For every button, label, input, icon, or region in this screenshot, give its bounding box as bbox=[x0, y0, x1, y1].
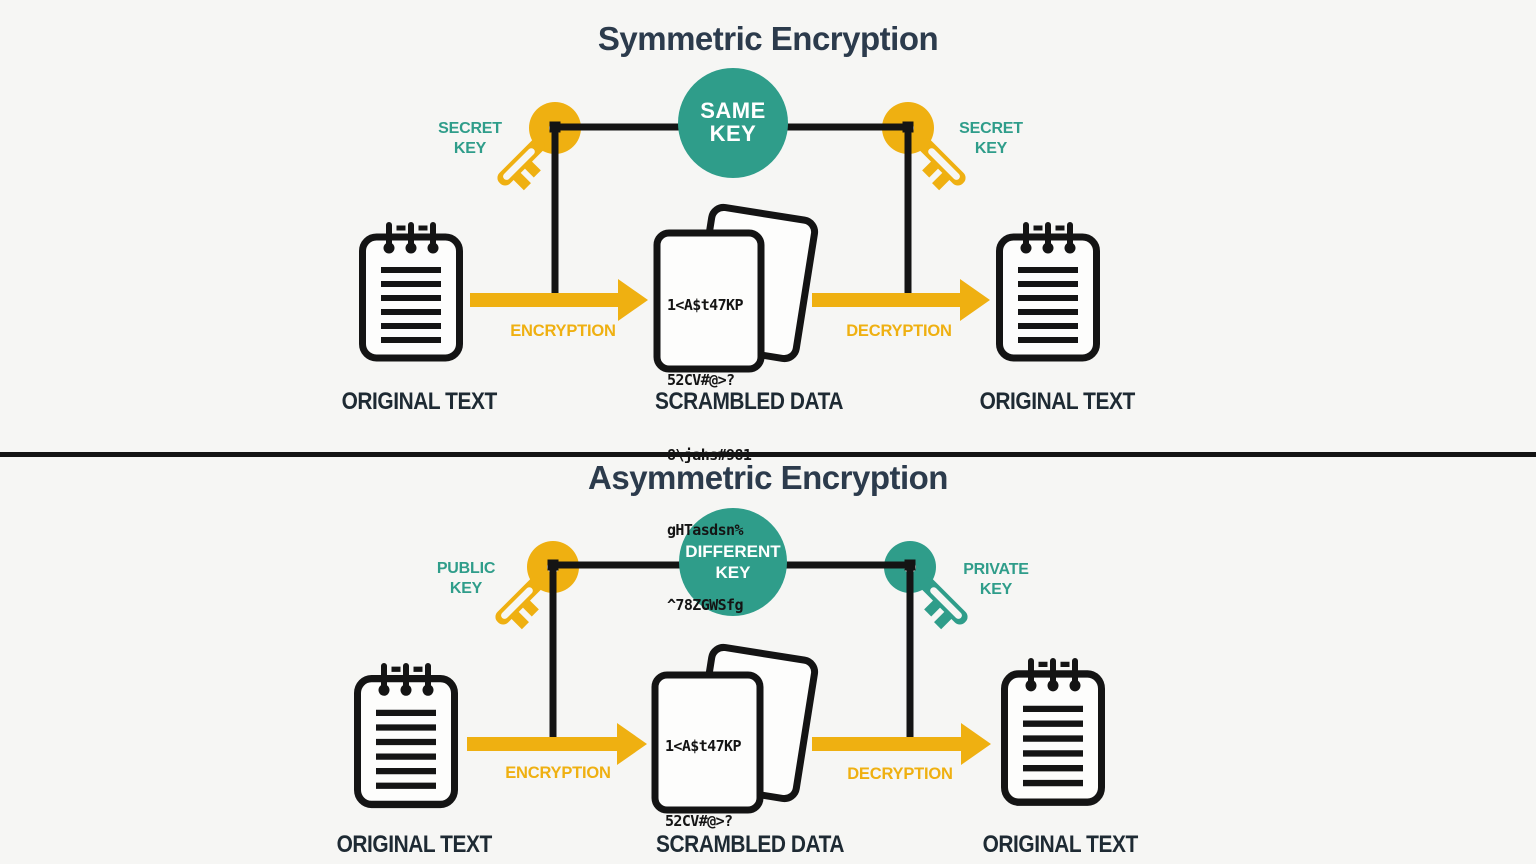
encryption-arrow-label: ENCRYPTION bbox=[510, 322, 616, 340]
key-label-line: KEY bbox=[974, 140, 1008, 157]
key-label-line: KEY bbox=[453, 140, 487, 157]
badge-line: KEY bbox=[709, 121, 757, 146]
original-text-document-icon-left bbox=[363, 225, 460, 358]
different-key-badge-label: DIFFERENT KEY bbox=[663, 541, 803, 583]
cipher-line: ^78ZGWSfg bbox=[667, 596, 743, 614]
encryption-arrow-icon bbox=[467, 723, 647, 765]
original-text-document-icon-right bbox=[1005, 661, 1102, 802]
decryption-arrow-icon bbox=[812, 723, 991, 765]
original-text-document-icon-left bbox=[358, 666, 455, 804]
public-key-label: PUBLIC KEY bbox=[404, 559, 528, 599]
key-label-line: KEY bbox=[449, 580, 483, 597]
asymmetric-section-title: Asymmetric Encryption bbox=[588, 459, 948, 496]
connector-dot bbox=[902, 121, 914, 133]
original-text-label-left: ORIGINAL TEXT bbox=[330, 388, 498, 416]
original-text-label-right: ORIGINAL TEXT bbox=[971, 831, 1139, 859]
decryption-arrow-label: DECRYPTION bbox=[846, 322, 952, 340]
scrambled-document-front-icon bbox=[651, 671, 764, 814]
badge-line: SAME bbox=[700, 98, 766, 123]
cipher-line: 52CV#@>? bbox=[665, 812, 733, 830]
encryption-arrow-icon bbox=[470, 279, 648, 321]
asymmetric-diagram bbox=[358, 508, 1102, 814]
secret-key-label-left: SECRET KEY bbox=[408, 119, 532, 159]
decryption-arrow-icon bbox=[812, 279, 990, 321]
scrambled-data-text: 1<A$t47KP 52CV#@>? 8\jahs#981 gHTasdsn% … bbox=[667, 243, 752, 668]
doc-label-text: SCRAMBLED DATA bbox=[655, 388, 844, 415]
cipher-line: 8\jahs#981 bbox=[667, 446, 752, 464]
original-text-label-right: ORIGINAL TEXT bbox=[968, 388, 1136, 416]
cipher-line: 1<A$t47KP bbox=[665, 737, 741, 755]
scrambled-data-text: 1<A$t47KP 52CV#@>? 8\jahs#981 gHTasdsn% … bbox=[665, 684, 749, 864]
secret-key-label-right: SECRET KEY bbox=[929, 119, 1053, 159]
private-key-label: PRIVATE KEY bbox=[934, 560, 1058, 600]
decryption-arrow-label: DECRYPTION bbox=[847, 765, 953, 783]
badge-line: DIFFERENT bbox=[685, 542, 781, 561]
doc-label-text: ORIGINAL TEXT bbox=[336, 831, 493, 858]
key-label-line: PUBLIC bbox=[436, 560, 496, 577]
symmetric-section-title: Symmetric Encryption bbox=[597, 20, 939, 57]
scrambled-document-front-icon bbox=[653, 229, 765, 373]
doc-label-text: ORIGINAL TEXT bbox=[979, 388, 1136, 415]
doc-label-text: ORIGINAL TEXT bbox=[341, 388, 498, 415]
original-text-label-left: ORIGINAL TEXT bbox=[325, 831, 493, 859]
different-key-badge bbox=[679, 508, 787, 616]
same-key-badge-label: SAME KEY bbox=[663, 99, 803, 145]
key-label-line: SECRET bbox=[959, 120, 1023, 137]
connector-dot bbox=[549, 121, 561, 133]
connector-dot bbox=[547, 559, 559, 571]
doc-label-text: ORIGINAL TEXT bbox=[982, 831, 1139, 858]
cipher-line: 1<A$t47KP bbox=[667, 296, 743, 314]
scrambled-data-label: SCRAMBLED DATA bbox=[641, 388, 843, 416]
cipher-line: 52CV#@>? bbox=[667, 371, 735, 389]
scrambled-data-label: SCRAMBLED DATA bbox=[642, 831, 844, 859]
same-key-badge bbox=[678, 68, 788, 178]
connector-dot bbox=[904, 559, 916, 571]
symmetric-diagram bbox=[363, 68, 1097, 373]
badge-line: KEY bbox=[715, 563, 751, 582]
encryption-arrow-label: ENCRYPTION bbox=[505, 764, 611, 782]
cipher-line: gHTasdsn% bbox=[667, 521, 743, 539]
doc-label-text: SCRAMBLED DATA bbox=[656, 831, 845, 858]
key-label-line: PRIVATE bbox=[963, 561, 1029, 578]
key-label-line: KEY bbox=[979, 581, 1013, 598]
key-label-line: SECRET bbox=[438, 120, 502, 137]
section-divider bbox=[0, 452, 1536, 457]
original-text-document-icon-right bbox=[1000, 225, 1097, 358]
